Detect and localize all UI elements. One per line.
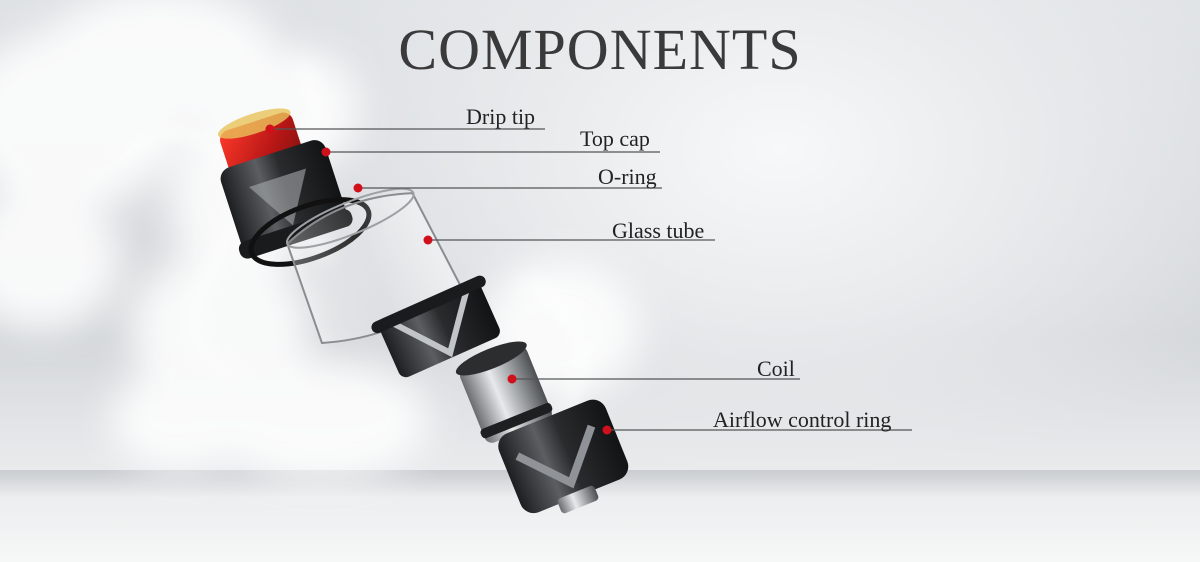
airflow-base-part: [498, 399, 629, 514]
label-coil: Coil: [757, 356, 795, 381]
marker-dot-2: [353, 183, 363, 193]
label-airflow-control-ring: Airflow control ring: [713, 407, 892, 432]
marker-dot-3: [423, 235, 433, 245]
coil-part: [455, 341, 553, 443]
label-drip-tip: Drip tip: [466, 104, 536, 129]
label-glass-tube: Glass tube: [612, 218, 705, 243]
page-title: COMPONENTS: [398, 17, 802, 82]
label-top-cap: Top cap: [580, 126, 650, 151]
tank-base-section: [371, 275, 500, 378]
marker-dot-5: [602, 425, 612, 435]
marker-dot-4: [507, 374, 517, 384]
marker-dot-1: [321, 147, 331, 157]
label-o-ring: O-ring: [598, 164, 657, 189]
marker-dot-0: [265, 124, 275, 134]
